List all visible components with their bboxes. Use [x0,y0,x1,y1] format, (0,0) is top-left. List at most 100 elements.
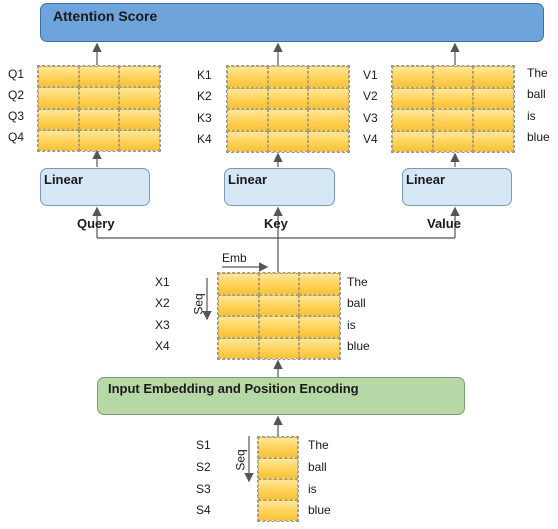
q-row-label: Q3 [8,109,25,123]
matrix-cell [218,316,259,338]
query-label: Query [77,216,115,231]
x-row-label: X3 [155,318,170,332]
matrix-cell [78,129,120,151]
matrix-cell [392,66,433,88]
query-linear-box: Linear [40,168,150,206]
q-row-label: Q2 [8,88,25,102]
linear-label: Linear [406,172,446,187]
matrix-cell [473,87,514,109]
matrix-cell [432,109,474,131]
seq-axis-label: Seq [233,449,248,471]
s-row-label: S3 [196,482,211,496]
matrix-cell [473,66,514,88]
v-row-label: V4 [363,132,378,146]
word-label: ball [527,87,546,101]
attention-score-title: Attention Score [53,8,158,24]
embedding-title: Input Embedding and Position Encoding [108,381,359,396]
matrix-cell [299,273,340,295]
word-label: blue [347,339,370,353]
matrix-cell [392,87,433,109]
q-row-label: Q1 [8,67,25,81]
matrix-cell [308,87,349,109]
matrix-cell [218,273,259,295]
matrix-cell [299,294,340,316]
word-label: blue [308,503,331,517]
x-row-label: X2 [155,296,170,310]
matrix-cell [78,66,120,88]
matrix-cell [432,66,474,88]
matrix-cell [218,337,259,359]
s-row-label: S1 [196,438,211,452]
k-row-label: K4 [197,132,212,146]
x-row-label: X1 [155,275,170,289]
matrix-cell [227,109,268,131]
matrix-cell [308,130,349,152]
matrix-cell [258,316,300,338]
k-row-label: K2 [197,89,212,103]
matrix-cell [258,273,300,295]
value-linear-box: Linear [402,168,512,206]
key-matrix [226,65,350,153]
emb-axis-label: Emb [222,251,247,265]
key-label: Key [264,216,288,231]
v-row-label: V2 [363,89,378,103]
matrix-cell [119,66,160,88]
s-row-label: S2 [196,460,211,474]
matrix-cell [227,66,268,88]
matrix-cell [267,109,309,131]
word-label: blue [527,130,550,144]
matrix-cell [267,66,309,88]
matrix-cell [78,108,120,130]
matrix-cell [119,129,160,151]
matrix-cell [473,130,514,152]
matrix-cell [38,87,79,109]
matrix-cell [308,66,349,88]
v-row-label: V3 [363,111,378,125]
word-label: The [527,66,548,80]
matrix-cell [258,500,298,521]
matrix-cell [392,130,433,152]
matrix-cell [258,294,300,316]
word-label: is [527,109,536,123]
word-label: ball [347,296,366,310]
embedding-matrix [217,272,341,360]
matrix-cell [227,87,268,109]
sequence-vector [257,436,299,522]
matrix-cell [258,437,298,458]
matrix-cell [119,87,160,109]
matrix-cell [218,294,259,316]
matrix-cell [38,108,79,130]
word-label: is [347,318,356,332]
q-row-label: Q4 [8,130,25,144]
matrix-cell [258,458,298,479]
matrix-cell [473,109,514,131]
v-row-label: V1 [363,68,378,82]
word-label: is [308,482,317,496]
matrix-cell [227,130,268,152]
key-linear-box: Linear [224,168,335,206]
matrix-cell [299,316,340,338]
s-row-label: S4 [196,503,211,517]
word-label: The [347,275,368,289]
matrix-cell [432,87,474,109]
value-label: Value [427,216,461,231]
matrix-cell [392,109,433,131]
matrix-cell [38,66,79,88]
matrix-cell [299,337,340,359]
k-row-label: K1 [197,68,212,82]
query-matrix [37,65,161,152]
linear-label: Linear [44,172,84,187]
matrix-cell [78,87,120,109]
attention-score-box: Attention Score [40,3,544,42]
word-label: The [308,438,329,452]
word-label: ball [308,460,327,474]
matrix-cell [119,108,160,130]
matrix-cell [258,479,298,500]
seq-axis-label: Seq [191,293,206,315]
embedding-encoding-box: Input Embedding and Position Encoding [97,377,465,415]
matrix-cell [258,337,300,359]
matrix-cell [267,87,309,109]
matrix-cell [432,130,474,152]
matrix-cell [308,109,349,131]
